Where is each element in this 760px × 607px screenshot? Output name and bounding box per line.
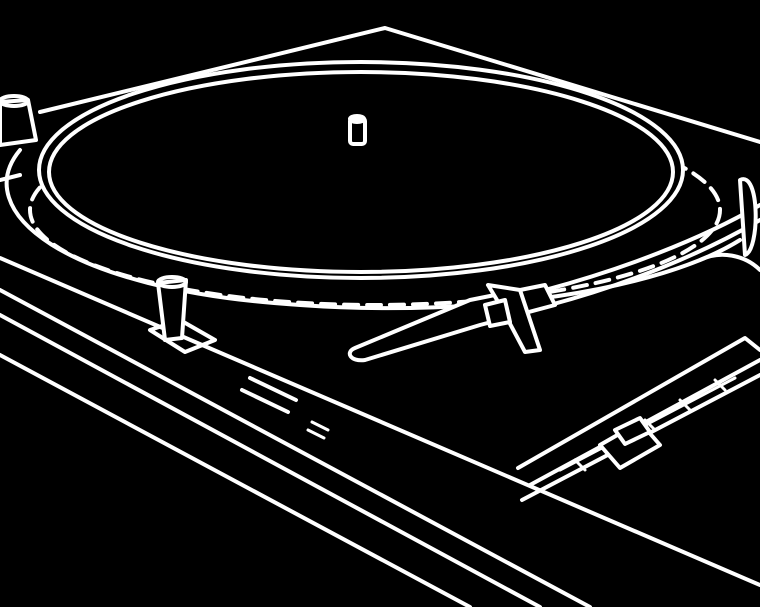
platter-base (4, 148, 760, 311)
platter (37, 60, 685, 280)
spindle (348, 114, 367, 146)
start-knob (0, 94, 38, 147)
speed-indicators (240, 376, 330, 440)
speed-knob (148, 275, 217, 354)
pitch-slider (516, 336, 760, 502)
plinth (0, 26, 760, 607)
tonearm (347, 177, 760, 363)
